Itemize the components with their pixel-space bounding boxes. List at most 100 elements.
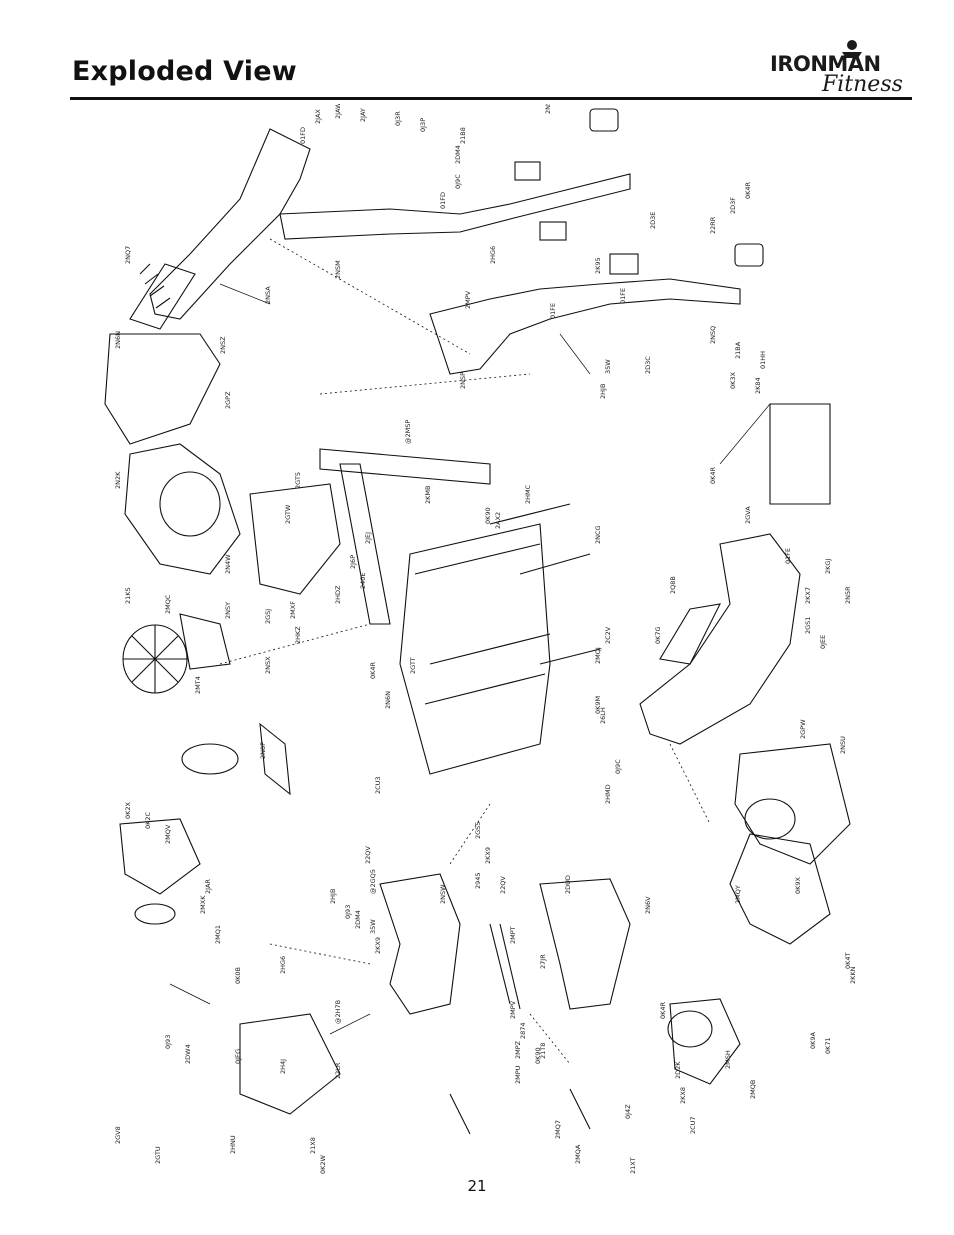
part-label: 2N6V: [644, 896, 652, 914]
title-rule: [70, 97, 912, 100]
pedal-strap: [259, 722, 291, 796]
end-cap-2: [609, 253, 639, 275]
part-label: 2NSQ: [709, 326, 717, 344]
part-label: 2MQJ: [594, 647, 602, 664]
part-label: 2GTT: [409, 657, 417, 674]
part-label: 2KX7: [804, 587, 812, 604]
part-label: 2KKN: [849, 966, 857, 984]
pedal-arm-right: [639, 533, 801, 745]
part-label: 2874: [519, 1022, 527, 1039]
part-label: 2K84: [754, 377, 762, 394]
part-label: 2J6P: [349, 555, 357, 569]
part-label: 2JAX: [314, 109, 322, 124]
part-label: 01HH: [759, 351, 767, 369]
part-label: 2N0P: [259, 742, 267, 759]
part-label: 0J4Z: [624, 1104, 632, 1119]
part-label: 0J9C: [614, 759, 622, 774]
part-label: 0K90: [534, 1047, 542, 1064]
part-label: 0JEG: [234, 1049, 242, 1064]
part-label: 0J9C: [454, 174, 462, 189]
part-label: 2H4J: [279, 1059, 287, 1074]
part-label: 2MQ7: [554, 1120, 562, 1139]
part-label: 0K9X: [794, 876, 802, 894]
part-label: 2NSU: [839, 736, 847, 754]
part-label: 2HMD: [604, 784, 612, 804]
base-assembly-left: [239, 1013, 341, 1115]
part-label: 2CU3: [374, 776, 382, 794]
drive-belt: [179, 613, 231, 670]
page-title: Exploded View: [72, 56, 297, 87]
part-label: 2NSY: [224, 602, 232, 619]
end-cap-3: [734, 243, 764, 267]
part-label: 2N5R: [844, 586, 852, 604]
page-number: 21: [467, 1177, 487, 1195]
roller-top: [514, 161, 541, 181]
part-label: @2MSP: [404, 420, 412, 444]
part-label: 2MQV: [164, 824, 172, 844]
part-label: 2NQ7: [124, 246, 132, 264]
part-label: 2KGJ: [824, 559, 832, 574]
part-label: 2NSX: [264, 656, 272, 674]
part-label: 2JAY: [359, 108, 367, 122]
part-label: 0K9M: [594, 696, 602, 714]
part-label: 2NSN: [544, 104, 552, 114]
part-label: 0K2W: [319, 1154, 327, 1174]
part-label: 0J93: [164, 1035, 172, 1049]
part-label: 2HNU: [229, 1135, 237, 1154]
part-label: 21KS: [124, 587, 132, 604]
part-label: 0K71: [824, 1037, 832, 1054]
part-label: 2MPV: [464, 290, 472, 309]
part-label: 2NCG: [594, 525, 602, 544]
part-label: 2CU7: [689, 1116, 697, 1134]
flywheel-housing: [159, 471, 221, 537]
logo-brand-top: IRONMAN: [770, 52, 881, 76]
part-label: 22QV: [499, 876, 507, 894]
part-label: 2GT5: [294, 472, 302, 489]
crank-housing: [119, 818, 201, 895]
part-label: 0K4R: [709, 466, 717, 484]
part-label: 2MXK: [199, 895, 207, 914]
part-label: 2GV8: [114, 1126, 122, 1144]
part-label: 2MPV: [509, 1000, 517, 1019]
part-label: 2N2K: [114, 471, 122, 489]
ironman-fitness-logo: IRONMAN Fitness: [770, 38, 915, 102]
part-label: 2GS1: [804, 617, 812, 634]
part-label: 0K7G: [654, 626, 662, 644]
part-label: 0J93: [344, 905, 352, 919]
part-label: 2GPZ: [224, 391, 232, 409]
part-label: 2GTW: [284, 504, 292, 524]
part-label: 2D3F: [729, 197, 737, 214]
part-label: 0K4R: [659, 1001, 667, 1019]
lower-arm-left: [379, 873, 461, 1015]
part-label: 2MSH: [724, 1050, 732, 1069]
part-label: 2MQB: [749, 1080, 757, 1099]
base-assembly-right: [669, 998, 741, 1085]
part-label: @2GQ5: [369, 869, 377, 894]
part-label: 2DM4: [454, 145, 462, 164]
handlebar-upper: [279, 173, 631, 240]
part-label: 2N6N: [384, 691, 392, 709]
part-label: 35W: [369, 919, 377, 934]
part-label: 2JAR: [204, 879, 212, 894]
seat-assembly: [249, 483, 341, 595]
part-label: 2GS5: [474, 822, 482, 839]
part-label: 2HG6: [279, 956, 287, 974]
shroud-left-mid: [124, 443, 241, 575]
part-label: 2MPZ: [514, 1040, 522, 1059]
part-label: 2MQC: [164, 594, 172, 614]
part-label: 2N6N: [114, 331, 122, 349]
part-label: 0J3R: [394, 111, 402, 126]
part-label: 2GVA: [744, 506, 752, 524]
part-label: 0K4R: [369, 661, 377, 679]
part-label: 2HJB: [599, 384, 607, 399]
part-label: 2HMC: [524, 484, 532, 504]
part-label: 2HKZ: [294, 626, 302, 644]
logo-figure-icon: [842, 40, 862, 58]
part-label: 240E: [359, 572, 367, 589]
part-label: 0K4R: [744, 181, 752, 199]
part-label: 27JR: [539, 954, 547, 969]
lower-arm-right: [539, 878, 631, 1010]
